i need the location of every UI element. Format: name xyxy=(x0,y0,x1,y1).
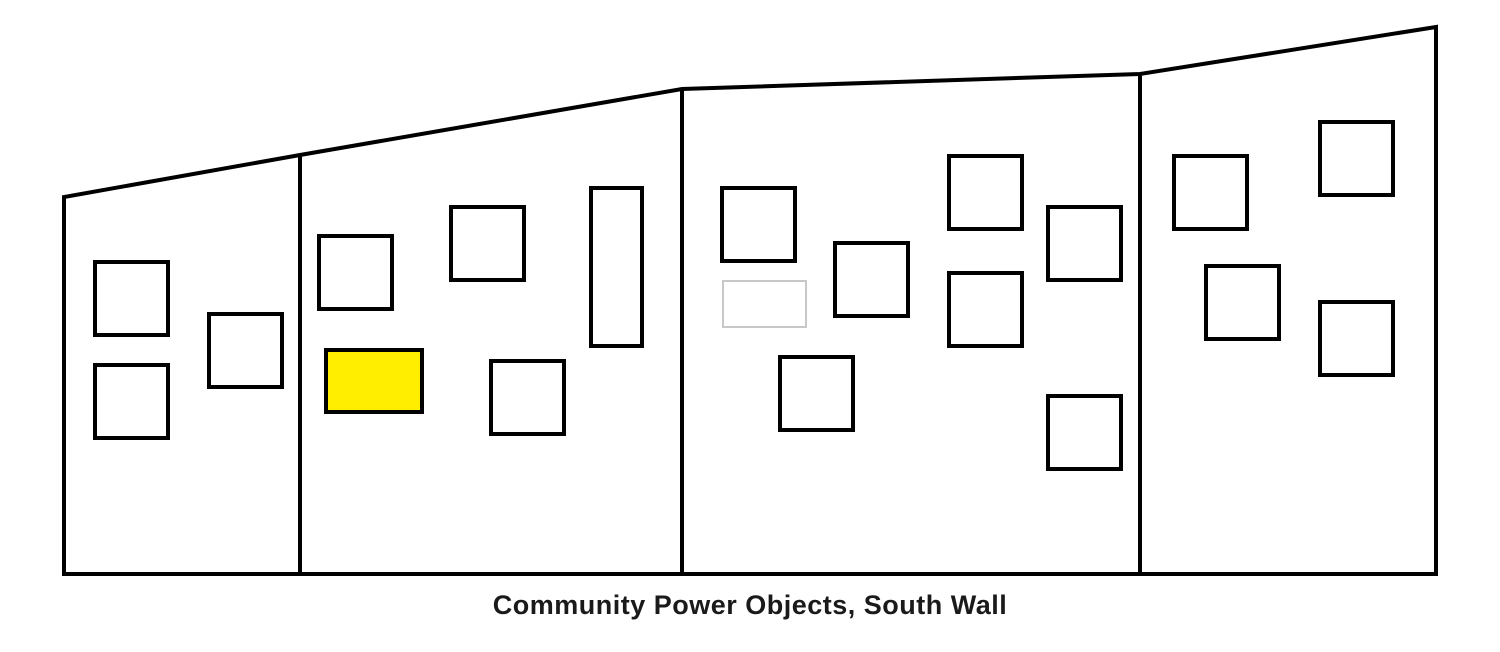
wall-object xyxy=(720,186,797,263)
wall-object xyxy=(1318,120,1395,197)
wall-object xyxy=(1204,264,1281,341)
wall-object-highlighted xyxy=(324,348,424,414)
wall-object xyxy=(93,363,170,440)
wall-object xyxy=(1046,205,1123,282)
wall-object xyxy=(1318,300,1395,377)
wall-object xyxy=(207,312,284,389)
wall-silhouette xyxy=(62,24,1438,576)
wall-object xyxy=(449,205,526,282)
wall-object xyxy=(93,260,170,337)
wall-object xyxy=(489,359,566,436)
wall-object xyxy=(589,186,644,348)
wall-object-placeholder xyxy=(722,280,807,328)
wall-object xyxy=(317,234,394,311)
wall-object xyxy=(1046,394,1123,471)
wall-object xyxy=(947,271,1024,348)
wall-objects xyxy=(93,120,1395,471)
diagram-caption: Community Power Objects, South Wall xyxy=(492,590,1008,620)
wall-object xyxy=(947,154,1024,231)
wall-outline xyxy=(62,24,1438,576)
wall-object xyxy=(1172,154,1249,231)
wall-object xyxy=(833,241,910,318)
wall-object xyxy=(778,355,855,432)
south-wall-elevation xyxy=(62,24,1438,576)
